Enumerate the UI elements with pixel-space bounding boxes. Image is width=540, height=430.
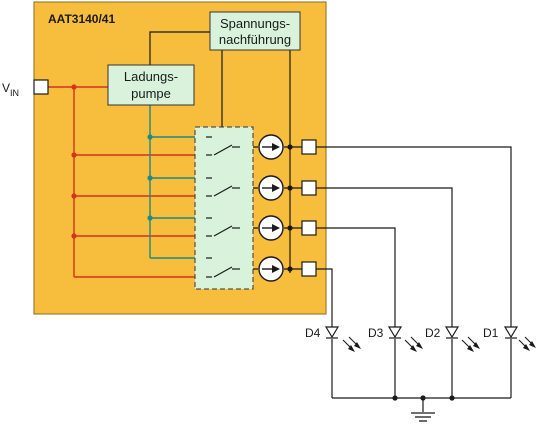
vin-pin: [33, 79, 49, 95]
current-sink-1: [258, 134, 284, 160]
tracking-block: [209, 11, 301, 51]
ground-icon: [411, 412, 435, 422]
led-d3: D3: [368, 326, 423, 352]
pump-label-line1: Ladungs-: [124, 69, 178, 84]
switches: [206, 136, 240, 278]
output-pins: [301, 139, 317, 277]
ground-junctions: [392, 395, 455, 401]
led-d1: D1: [483, 326, 536, 351]
led-d4: D4: [305, 326, 361, 352]
tracking-junctions: [287, 144, 293, 272]
tracking-label-line2: nachführung: [219, 32, 291, 47]
chip-name: AAT3140/41: [48, 12, 115, 26]
led-d2-label: D2: [425, 326, 441, 340]
vin-junctions: [71, 84, 77, 239]
switch-matrix: [194, 126, 254, 290]
led-d3-label: D3: [368, 326, 384, 340]
led-d4-icon: [324, 326, 340, 339]
current-sink-4: [258, 256, 284, 282]
led-wiring: [316, 146, 512, 412]
led-d4-label: D4: [305, 326, 321, 340]
led-d1-icon: [503, 326, 519, 339]
charge-pump-block: [107, 64, 195, 106]
led-d3-icon: [387, 326, 403, 339]
led-d1-label: D1: [483, 326, 499, 340]
current-sinks: [258, 134, 284, 282]
pump-junctions: [147, 134, 153, 221]
led-d2: D2: [425, 326, 480, 352]
vin-wiring: [48, 86, 210, 278]
pump-label-line2: pumpe: [131, 86, 171, 101]
tracking-label-line1: Spannungs-: [220, 16, 290, 31]
current-sink-2: [258, 175, 284, 201]
vin-label: VIN: [2, 81, 19, 98]
led-d2-icon: [444, 326, 460, 339]
current-sink-3: [258, 215, 284, 241]
